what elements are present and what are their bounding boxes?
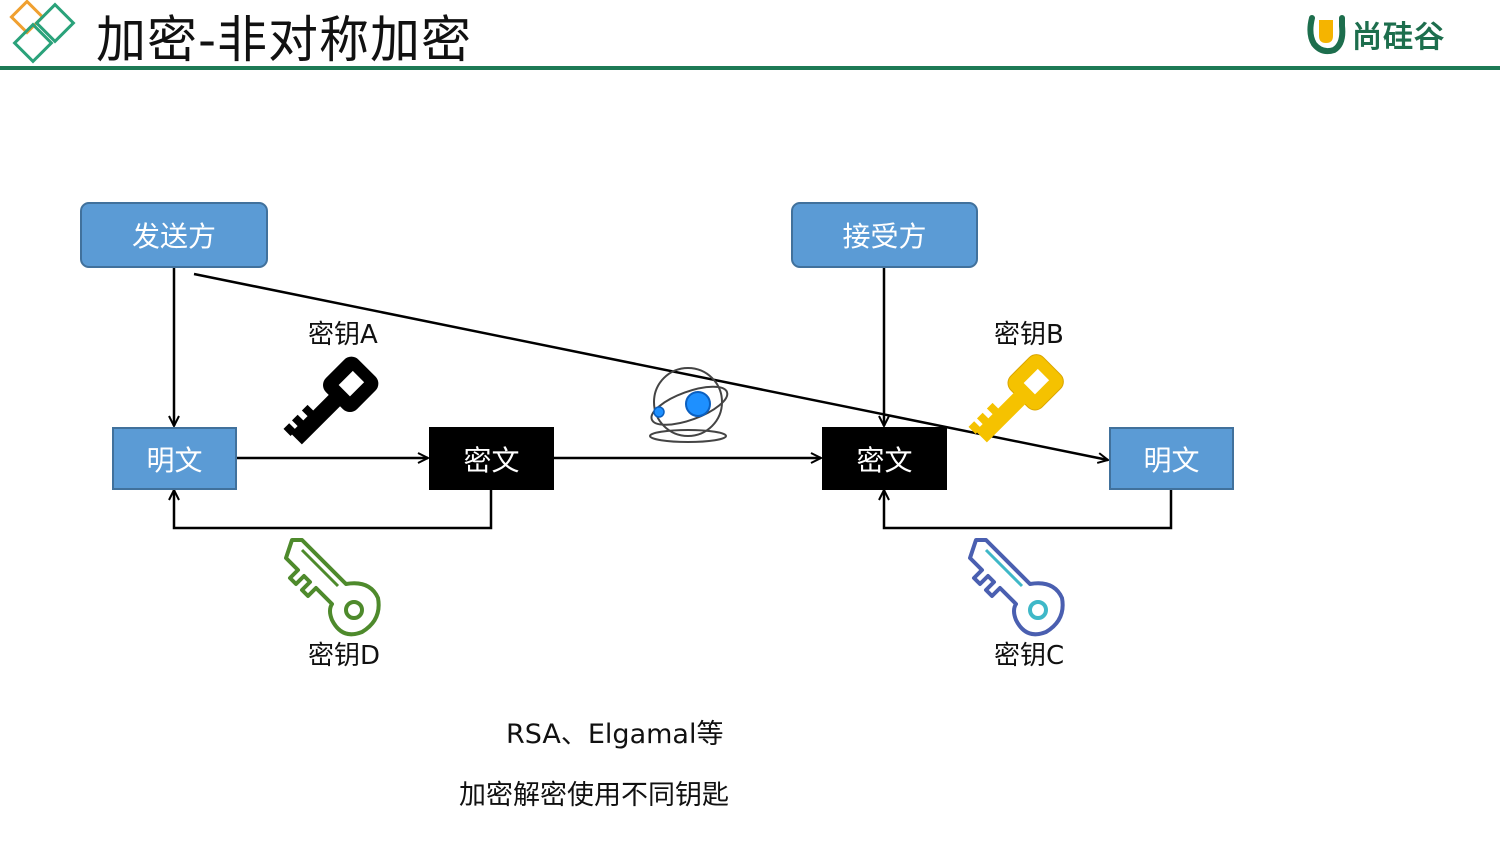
arrow-plaintext-to-right-ciphertext xyxy=(884,490,1173,530)
diamond-logo-icon xyxy=(6,0,86,70)
arrow-ciphertext-to-plaintext xyxy=(174,490,493,530)
key-c-icon xyxy=(968,538,1065,637)
arrow-diagonal xyxy=(193,272,1108,460)
network-globe-icon xyxy=(649,367,729,443)
key-d-icon xyxy=(284,538,381,637)
key-a-label: 密钥A xyxy=(308,320,378,350)
brand-name: 尚硅谷 xyxy=(1352,20,1445,55)
algorithms-note: RSA、Elgamal等 xyxy=(506,719,724,750)
u-logo-icon xyxy=(1307,15,1346,55)
left-ciphertext-box: 密文 xyxy=(429,427,554,490)
key-b-icon xyxy=(968,354,1064,443)
right-ciphertext-box: 密文 xyxy=(822,427,947,490)
key-c-label: 密钥C xyxy=(994,641,1065,671)
key-a-icon xyxy=(283,356,379,445)
right-plaintext-box: 明文 xyxy=(1109,427,1234,490)
receiver-box: 接受方 xyxy=(791,202,978,268)
brand-logo: 尚硅谷 xyxy=(1306,12,1445,56)
key-d-label: 密钥D xyxy=(308,641,381,671)
header-divider xyxy=(0,66,1500,70)
page-title: 加密-非对称加密 xyxy=(96,11,473,69)
sender-box: 发送方 xyxy=(80,202,268,268)
key-b-label: 密钥B xyxy=(994,320,1064,350)
left-plaintext-box: 明文 xyxy=(112,427,237,490)
summary-note: 加密解密使用不同钥匙 xyxy=(459,780,729,811)
